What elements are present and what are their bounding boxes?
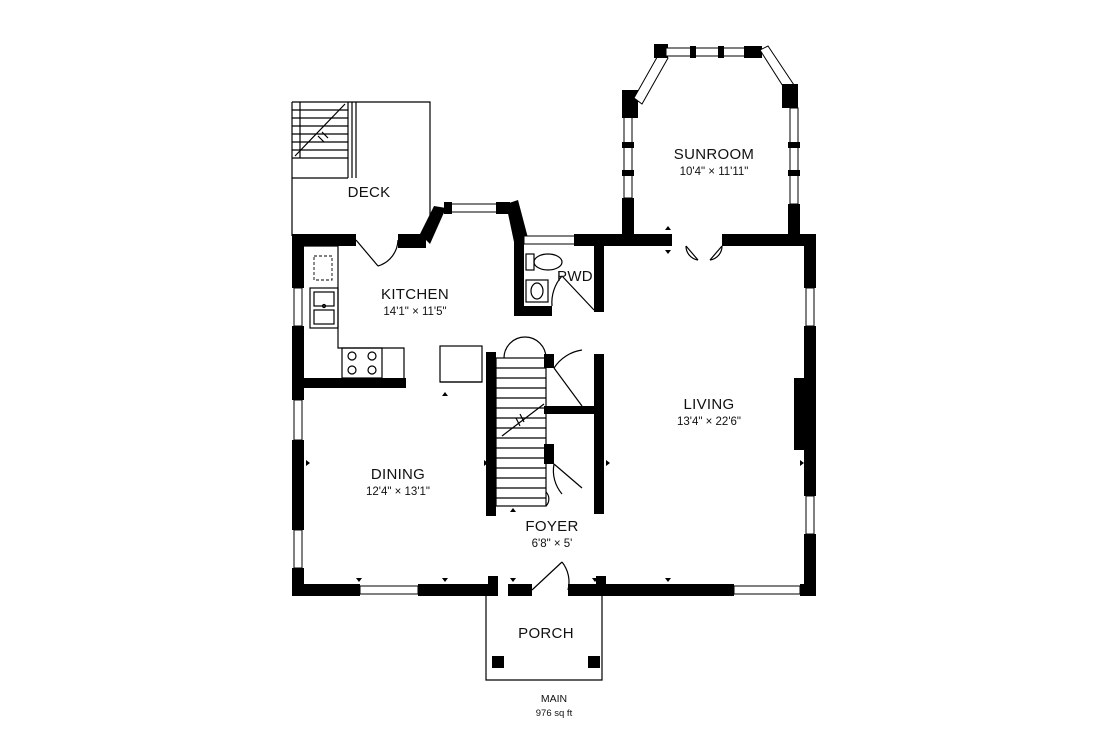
powder-room-walls [514, 234, 604, 316]
kitchen-bay-window [420, 200, 528, 244]
kitchen-dims: 14'1" × 11'5" [383, 306, 446, 318]
kitchen-counter [304, 245, 483, 388]
sunroom-label: SUNROOM [674, 146, 754, 163]
sunroom-dims: 10'4" × 11'11" [680, 166, 749, 178]
deck-door [355, 239, 399, 267]
closet-walls [544, 349, 604, 514]
foyer-dims: 6'8" × 5' [532, 538, 573, 550]
dining-label: DINING [371, 466, 425, 483]
porch-area [485, 596, 603, 681]
floor-area: 976 sq ft [536, 708, 573, 719]
staircase [486, 336, 550, 516]
porch-label: PORCH [518, 625, 574, 642]
front-door [531, 561, 570, 591]
living-dims: 13'4" × 22'6" [677, 416, 741, 428]
dining-dims: 12'4" × 13'1" [366, 486, 430, 498]
kitchen-label: KITCHEN [381, 286, 449, 303]
deck-label: DECK [348, 184, 391, 201]
exterior-walls [292, 234, 816, 596]
sunroom-walls [622, 44, 800, 261]
deck-area [291, 101, 431, 236]
floor-label: MAIN [541, 693, 567, 705]
deck-stairs [292, 102, 357, 178]
living-label: LIVING [684, 396, 735, 413]
foyer-label: FOYER [525, 518, 578, 535]
wall-markers [306, 226, 804, 582]
pwd-label: PWD [557, 268, 593, 285]
